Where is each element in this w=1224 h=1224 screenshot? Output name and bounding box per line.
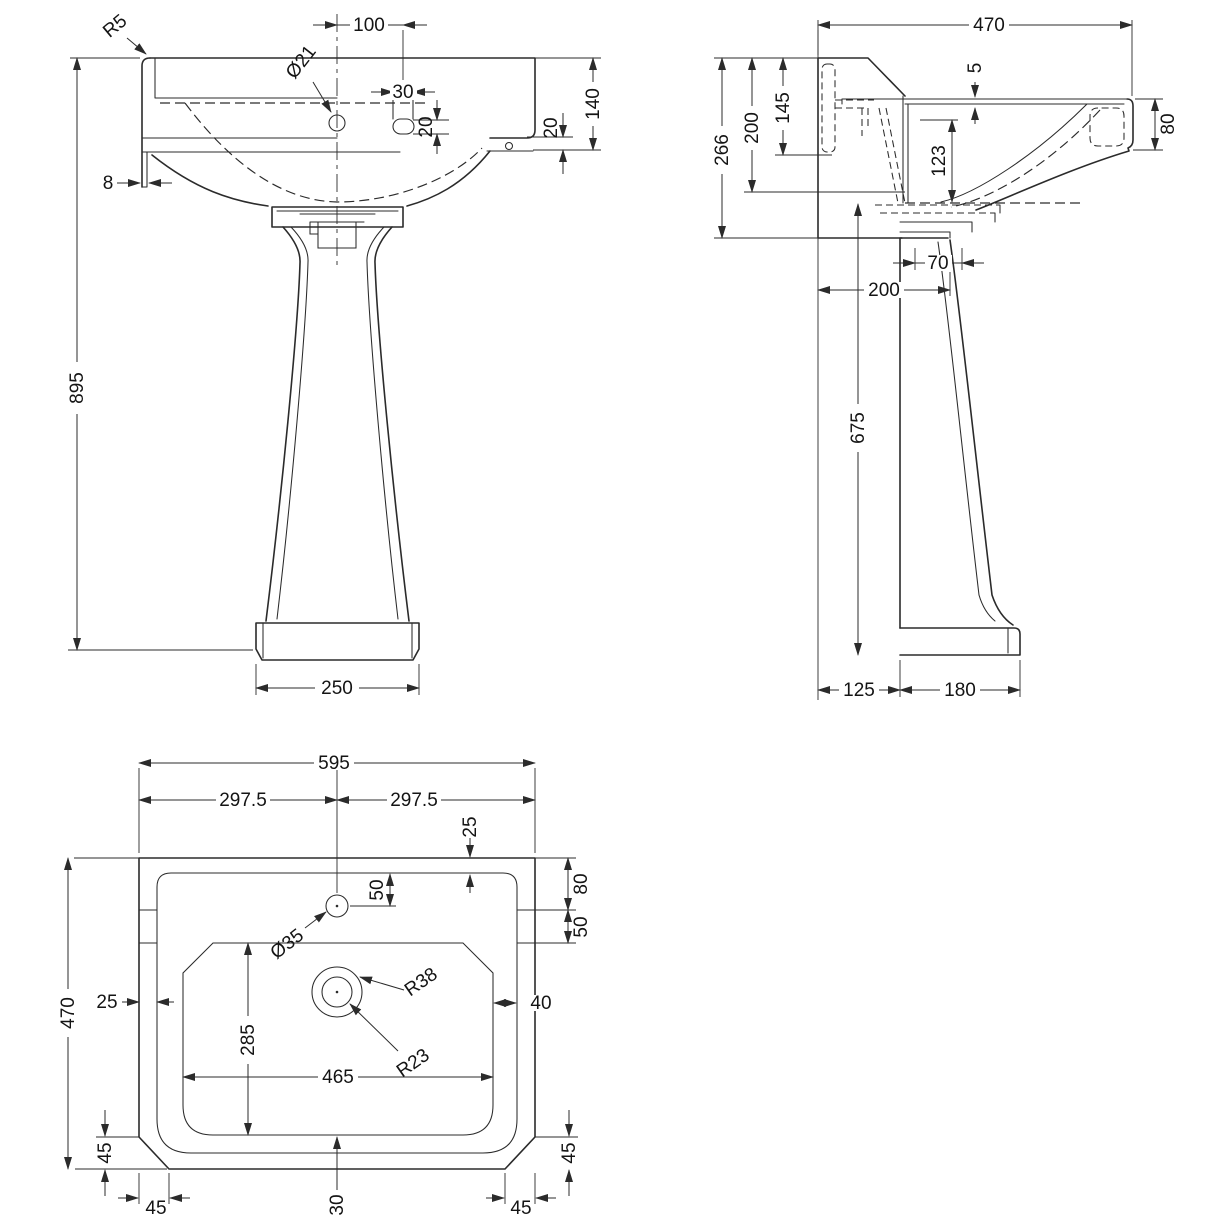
dim-tap-centre-offset: 100 xyxy=(353,15,385,36)
dim-rim-height: 140 xyxy=(583,88,604,120)
dim-waste-outer-radius: R38 xyxy=(401,964,442,1001)
plan-bowl xyxy=(182,942,494,1136)
front-trap-detail xyxy=(299,213,376,249)
dim-chamfer-right-v: 45 xyxy=(559,1142,580,1163)
dim-bracket-height: 145 xyxy=(773,92,794,124)
dim-plan-width: 595 xyxy=(318,753,350,774)
dim-outlet-width: 70 xyxy=(927,253,948,274)
front-pedestal xyxy=(255,206,420,661)
dim-side-top: 80 xyxy=(571,873,592,894)
dim-plan-depth: 470 xyxy=(58,997,79,1029)
dim-chamfer-left-v: 45 xyxy=(95,1142,116,1163)
dim-pedestal-height: 675 xyxy=(848,412,869,444)
dim-tap-offset: 50 xyxy=(367,879,388,900)
plan-outline xyxy=(138,857,536,1170)
dim-half-width-right: 297.5 xyxy=(390,790,438,811)
plan-view: 595 297.5 297.5 25 50 80 50 Ø35 xyxy=(58,753,592,1219)
dim-base-width: 250 xyxy=(321,678,353,699)
dim-tap-hole-dia: Ø21 xyxy=(282,42,321,83)
dim-chamfer-right-h: 45 xyxy=(510,1198,531,1219)
waste-hole-outer xyxy=(311,966,363,1018)
dim-base-setback: 125 xyxy=(843,680,875,701)
dim-rim-thickness: 80 xyxy=(1158,113,1179,134)
dim-side-mid: 50 xyxy=(571,916,592,937)
side-dimensions: 470 266 200 145 5 80 xyxy=(712,15,1179,701)
wall-bracket-hidden xyxy=(821,63,874,153)
overflow-hole-front xyxy=(504,141,514,151)
dim-rim-step: 20 xyxy=(541,117,562,138)
dim-bowl-depth-plan: 285 xyxy=(238,1024,259,1056)
dim-base-depth: 180 xyxy=(944,680,976,701)
rim-section xyxy=(1089,107,1125,147)
side-view: 470 266 200 145 5 80 xyxy=(712,15,1179,701)
dim-tap-hole-dia-plan: Ø35 xyxy=(267,925,308,964)
dim-slot-width: 30 xyxy=(392,82,413,103)
dim-chamfer-left-h: 45 xyxy=(145,1198,166,1219)
side-pedestal xyxy=(899,237,1021,656)
dim-total-height: 895 xyxy=(67,372,88,404)
dim-rim-drop: 5 xyxy=(965,63,986,74)
front-basin-outline xyxy=(141,14,536,268)
dim-bowl-width: 465 xyxy=(322,1067,354,1088)
dim-rim-right: 40 xyxy=(530,993,551,1014)
dim-bowl-depth: 123 xyxy=(929,145,950,177)
dim-rim-left: 25 xyxy=(96,992,117,1013)
side-trap-detail xyxy=(875,204,1001,239)
side-basin-outline xyxy=(817,30,1134,700)
dim-corner-radius: R5 xyxy=(99,11,131,43)
waste-hole-inner xyxy=(321,976,353,1008)
fixing-slot xyxy=(392,118,415,135)
dim-waste-inner-radius: R23 xyxy=(393,1045,434,1082)
plan-rim xyxy=(156,872,518,1154)
front-dimensions: 895 250 100 30 20 xyxy=(66,11,604,699)
dim-rim-top: 25 xyxy=(460,816,481,837)
front-view: 895 250 100 30 20 xyxy=(66,11,604,699)
tap-hole-plan xyxy=(325,894,349,918)
dim-body-height: 266 xyxy=(712,134,733,166)
dim-half-width-left: 297.5 xyxy=(219,790,267,811)
dim-depth: 470 xyxy=(973,15,1005,36)
plan-dimensions: 595 297.5 297.5 25 50 80 50 Ø35 xyxy=(58,753,592,1219)
dim-slot-height: 20 xyxy=(416,116,437,137)
dim-wall-flange: 8 xyxy=(103,173,114,194)
dim-back-height: 200 xyxy=(742,112,763,144)
dim-front-rim: 30 xyxy=(327,1194,348,1215)
dim-outlet-setback: 200 xyxy=(868,280,900,301)
